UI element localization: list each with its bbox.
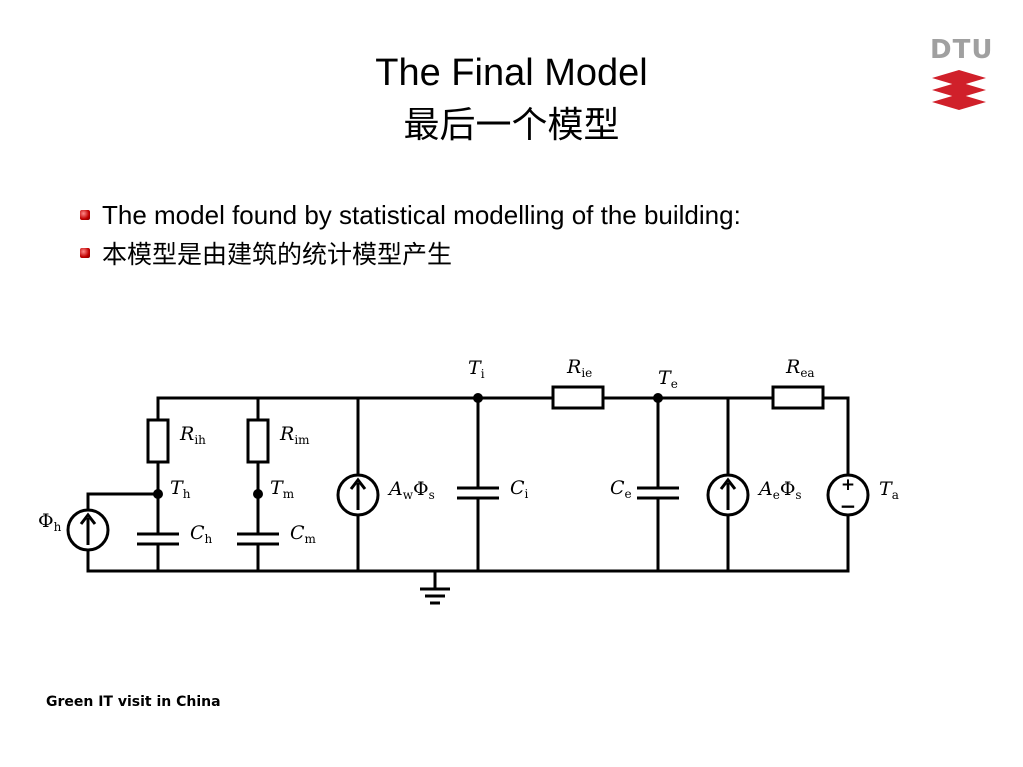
capacitor-cm bbox=[237, 532, 279, 546]
label-ae-phis: AeΦs bbox=[757, 478, 802, 502]
label-ch: Ch bbox=[190, 522, 213, 546]
node-th bbox=[153, 489, 163, 499]
label-te: Te bbox=[658, 367, 678, 391]
label-aw-phis: AwΦs bbox=[387, 478, 435, 502]
slide-title: The Final Model bbox=[375, 52, 648, 94]
label-rea: Rea bbox=[785, 356, 815, 380]
label-th: Th bbox=[170, 477, 191, 501]
slide-subtitle: 最后一个模型 bbox=[403, 105, 620, 146]
capacitor-ce bbox=[637, 486, 679, 500]
resistor-rim bbox=[246, 418, 270, 464]
resistor-rea bbox=[771, 385, 825, 410]
dtu-logo: DTU bbox=[930, 35, 994, 118]
ground-icon bbox=[420, 587, 450, 605]
label-ti: Ti bbox=[468, 357, 485, 381]
label-rie: Rie bbox=[566, 356, 592, 380]
bullet-text: 本模型是由建筑的统计模型产生 bbox=[102, 240, 453, 269]
label-ta: Ta bbox=[879, 478, 899, 502]
capacitor-ci bbox=[457, 486, 499, 500]
resistor-rie bbox=[551, 385, 605, 410]
bullet-text: The model found by statistical modelling… bbox=[102, 199, 741, 230]
bullet-list: The model found by statistical modelling… bbox=[80, 196, 741, 272]
bullet-item: 本模型是由建筑的统计模型产生 bbox=[80, 234, 741, 272]
bullet-item: The model found by statistical modelling… bbox=[80, 196, 741, 234]
bullet-icon bbox=[80, 248, 90, 258]
node-ti bbox=[473, 393, 483, 403]
logo-text: DTU bbox=[930, 35, 994, 65]
label-ce: Ce bbox=[610, 477, 632, 501]
label-cm: Cm bbox=[290, 522, 317, 546]
voltage-source-ta bbox=[826, 473, 870, 517]
label-rih: Rih bbox=[179, 423, 206, 447]
current-source-phi-h bbox=[66, 508, 110, 552]
node-tm bbox=[253, 489, 263, 499]
current-source-ae bbox=[706, 473, 750, 517]
label-rim: Rim bbox=[279, 423, 310, 447]
capacitor-ch bbox=[137, 532, 179, 546]
voltage-minus-label: − bbox=[840, 494, 857, 518]
label-phi-h: Φh bbox=[38, 510, 62, 534]
footer-text: Green IT visit in China bbox=[46, 694, 221, 710]
logo-waves-icon bbox=[932, 70, 986, 110]
voltage-plus-label: + bbox=[841, 475, 855, 495]
label-ci: Ci bbox=[510, 477, 529, 501]
resistor-rih bbox=[146, 418, 170, 464]
label-tm: Tm bbox=[270, 477, 295, 501]
bullet-icon bbox=[80, 210, 90, 220]
current-source-aw bbox=[336, 473, 380, 517]
node-te bbox=[653, 393, 663, 403]
